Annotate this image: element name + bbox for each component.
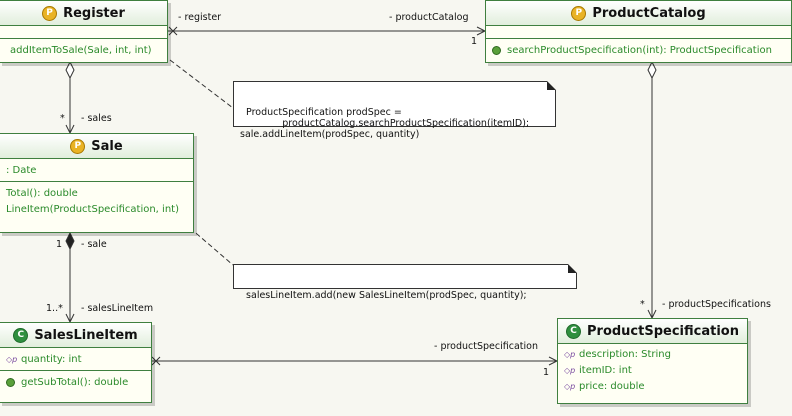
mult-sale: 1 bbox=[56, 239, 63, 250]
role-sale: - sale bbox=[81, 239, 107, 250]
attribute-price[interactable]: price: double bbox=[579, 380, 645, 392]
class-product-catalog[interactable]: P ProductCatalog searchProductSpecificat… bbox=[485, 0, 792, 63]
note-link-sale bbox=[189, 227, 234, 266]
class-sale-header: P Sale bbox=[0, 134, 193, 159]
class-sales-line-item-attributes: ◇p quantity: int bbox=[0, 348, 151, 371]
class-product-specification-header: C ProductSpecification bbox=[558, 319, 747, 344]
operation-search-product-specification[interactable]: searchProductSpecification(int): Product… bbox=[507, 44, 772, 56]
class-sales-line-item[interactable]: C SalesLineItem ◇p quantity: int getSubT… bbox=[0, 322, 152, 403]
public-operation-dot-icon bbox=[6, 377, 15, 387]
note-fold-icon bbox=[568, 264, 577, 273]
note-link-register bbox=[169, 59, 234, 109]
class-register-attributes bbox=[0, 26, 167, 39]
class-c-icon: C bbox=[566, 323, 581, 339]
note-register-text: ProductSpecification prodSpec = productC… bbox=[240, 107, 530, 140]
class-sales-line-item-operations: getSubTotal(): double bbox=[0, 371, 151, 393]
mult-product-specification: 1 bbox=[543, 367, 550, 378]
class-product-specification-name: ProductSpecification bbox=[587, 323, 739, 339]
note-sale[interactable]: salesLineItem.add(new SalesLineItem(prod… bbox=[233, 264, 577, 301]
field-icon: ◇p bbox=[6, 354, 18, 364]
entity-p-icon: P bbox=[42, 5, 58, 21]
class-register-header: P Register bbox=[0, 1, 167, 26]
class-c-icon: C bbox=[13, 327, 29, 343]
class-sale-operations: Total(): double LineItem(ProductSpecific… bbox=[0, 182, 193, 220]
class-sales-line-item-header: C SalesLineItem bbox=[0, 323, 151, 348]
class-register-name: Register bbox=[63, 5, 125, 21]
class-sales-line-item-name: SalesLineItem bbox=[34, 327, 138, 343]
mult-product-specifications: * bbox=[640, 299, 645, 310]
diamond-sale bbox=[65, 231, 75, 251]
note-register[interactable]: ProductSpecification prodSpec = productC… bbox=[233, 81, 556, 140]
arrow-x-end-lineitem bbox=[151, 356, 161, 366]
field-icon: ◇p bbox=[564, 365, 576, 375]
operation-add-line-item[interactable]: LineItem(ProductSpecification, int) bbox=[6, 203, 179, 215]
class-sale-attributes: : Date bbox=[0, 159, 193, 182]
role-sales-line-item: - salesLineItem bbox=[81, 303, 154, 314]
diamond-register bbox=[65, 60, 75, 80]
role-register: - register bbox=[178, 12, 222, 23]
attribute-item-id[interactable]: itemID: int bbox=[579, 364, 632, 376]
public-operation-dot-icon bbox=[492, 45, 501, 55]
role-sales: - sales bbox=[81, 113, 112, 124]
arrow-x-end-register bbox=[168, 26, 178, 36]
class-sale[interactable]: P Sale : Date Total(): double LineItem(P… bbox=[0, 133, 194, 233]
class-register-operations: addItemToSale(Sale, int, int) bbox=[0, 39, 167, 61]
attribute-description[interactable]: description: String bbox=[579, 348, 671, 360]
attribute-quantity[interactable]: quantity: int bbox=[21, 353, 82, 365]
note-fold-icon bbox=[547, 81, 556, 90]
class-product-catalog-attributes bbox=[486, 26, 791, 39]
field-icon: ◇p bbox=[564, 381, 576, 391]
attribute-date[interactable]: : Date bbox=[6, 164, 37, 176]
role-product-catalog: - productCatalog bbox=[389, 12, 469, 23]
operation-total[interactable]: Total(): double bbox=[6, 187, 78, 199]
class-product-catalog-header: P ProductCatalog bbox=[486, 1, 791, 26]
role-product-specifications: - productSpecifications bbox=[662, 299, 771, 310]
class-sale-name: Sale bbox=[91, 138, 123, 154]
field-icon: ◇p bbox=[564, 349, 576, 359]
class-product-catalog-operations: searchProductSpecification(int): Product… bbox=[486, 39, 791, 61]
operation-get-sub-total[interactable]: getSubTotal(): double bbox=[21, 376, 129, 388]
operation-add-item-to-sale[interactable]: addItemToSale(Sale, int, int) bbox=[10, 44, 152, 56]
mult-sales: * bbox=[60, 113, 65, 124]
entity-p-icon: P bbox=[70, 138, 86, 154]
mult-product-catalog: 1 bbox=[471, 36, 478, 47]
mult-sales-line-item: 1..* bbox=[46, 303, 63, 314]
entity-p-icon: P bbox=[571, 5, 587, 21]
note-sale-text: salesLineItem.add(new SalesLineItem(prod… bbox=[246, 290, 527, 301]
role-product-specification: - productSpecification bbox=[434, 341, 538, 352]
diamond-catalog bbox=[647, 60, 657, 80]
class-register[interactable]: P Register addItemToSale(Sale, int, int) bbox=[0, 0, 168, 63]
class-product-catalog-name: ProductCatalog bbox=[592, 5, 706, 21]
